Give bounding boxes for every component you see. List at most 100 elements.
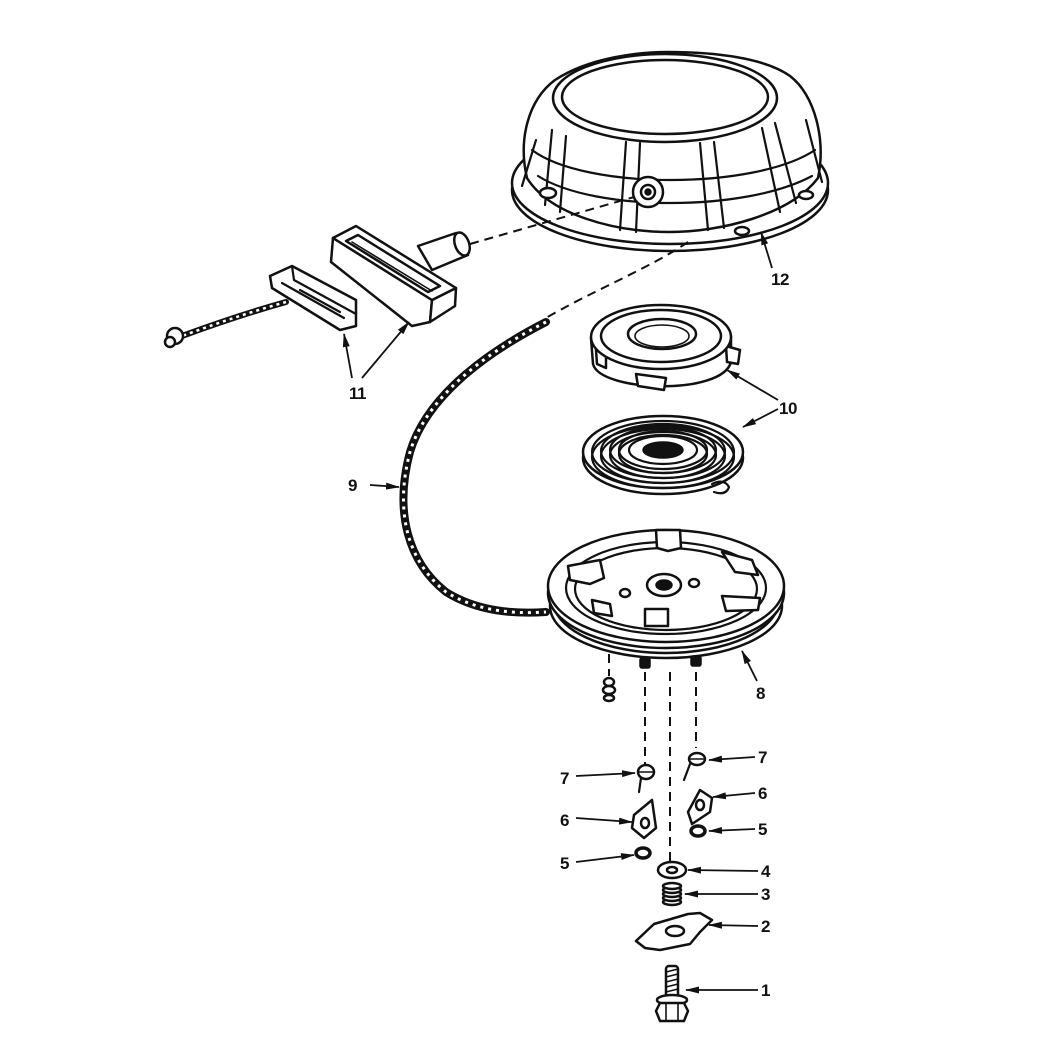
- pulley-pawl-post: [639, 657, 651, 669]
- handle-rope-insert: [268, 264, 358, 332]
- rope-pulley: [546, 528, 786, 669]
- starter-rope: [399, 318, 550, 617]
- leader-arrow-9: [369, 482, 400, 490]
- callout-4: 4: [761, 862, 771, 881]
- leader-arrow-2: [708, 921, 759, 929]
- screw-tip: [602, 693, 616, 703]
- insert-channel: [280, 281, 346, 320]
- leader-arrow-11b: [361, 321, 410, 379]
- callout-8: 8: [756, 684, 765, 703]
- pulley-hub-bore: [655, 579, 673, 591]
- callout-labels: 12 11 10 9 8 7 7 6 6 5 5 4 3 2 1: [348, 270, 797, 1000]
- housing-rope-hole: [644, 188, 652, 196]
- housing-rib: [520, 138, 538, 188]
- leader-arrow-5-left: [575, 853, 635, 863]
- pawl-spring-right: [682, 751, 707, 782]
- rope-knot: [163, 335, 177, 349]
- handle-stem-end: [452, 231, 472, 257]
- clip-ring: [634, 846, 652, 860]
- leader-arrow-7-left: [575, 770, 636, 778]
- pawl-left: [630, 798, 658, 840]
- callout-2: 2: [761, 917, 770, 936]
- rope-twist: [402, 320, 547, 615]
- insert-channel: [290, 264, 358, 316]
- housing-to-rope-guide-line: [545, 241, 689, 319]
- housing-band-lower: [536, 174, 814, 205]
- bolt-hex-head: [654, 1001, 690, 1023]
- leader-arrow-8: [741, 650, 758, 682]
- callout-3: 3: [761, 885, 770, 904]
- callout-1: 1: [761, 981, 770, 1000]
- spring-coil: [627, 434, 699, 466]
- callout-11: 11: [349, 384, 366, 403]
- pulley-slot: [654, 528, 683, 553]
- washer-hole: [665, 865, 679, 875]
- pawl-spring-tail: [637, 776, 643, 794]
- pawl-hole: [694, 798, 706, 812]
- spring-turn: [661, 881, 683, 891]
- callout-6-right: 6: [758, 784, 767, 803]
- housing-rib: [698, 141, 710, 232]
- spring-outer-hook: [710, 480, 731, 495]
- rope-end-twist: [181, 300, 287, 338]
- insert-channel: [298, 288, 342, 314]
- screw-body: [601, 684, 617, 696]
- retainer-plate-hole: [664, 924, 686, 938]
- housing-rib: [558, 134, 568, 214]
- bolt-thread: [665, 968, 679, 993]
- retaining-clip-left: [634, 846, 652, 860]
- spring-cup-tab: [724, 344, 742, 366]
- rope-end-knot: [163, 299, 289, 349]
- handle-slot: [344, 233, 442, 294]
- leader-arrow-10b: [742, 408, 779, 428]
- clip-ring: [689, 824, 707, 838]
- callout-7-left: 7: [560, 769, 569, 788]
- pawl-spring-tail: [682, 762, 692, 782]
- leader-arrow-6-right: [712, 792, 756, 800]
- callout-6-left: 6: [560, 811, 569, 830]
- center-bolt: [654, 964, 690, 1023]
- leader-arrow-12: [760, 231, 773, 269]
- starter-housing: [510, 50, 830, 253]
- callout-9: 9: [348, 476, 357, 495]
- washer: [656, 860, 688, 880]
- spring-cup-hole-edge: [634, 324, 690, 348]
- spring-center: [642, 441, 684, 459]
- rewind-spring: [581, 414, 745, 496]
- spring-cup: [589, 303, 742, 392]
- pulley-pin-hole: [687, 577, 701, 589]
- pulley-slot: [566, 558, 606, 586]
- housing-rib: [773, 121, 798, 205]
- housing-rib: [712, 140, 726, 230]
- callout-10: 10: [779, 399, 797, 418]
- spring-cup-hole: [626, 317, 698, 351]
- housing-rib: [804, 118, 824, 184]
- pulley-slot: [720, 594, 762, 613]
- handle-to-housing-guide-line: [469, 196, 635, 245]
- housing-rib: [618, 140, 628, 232]
- pulley-small-screw: [601, 654, 617, 703]
- pawl-spring-left: [636, 763, 656, 794]
- leader-arrow-4: [687, 866, 759, 874]
- bolt-hex-edge: [665, 1003, 679, 1022]
- pulley-pawl-post: [690, 655, 702, 667]
- callout-5-right: 5: [758, 820, 767, 839]
- pulley-slot: [643, 607, 670, 628]
- pulley-slot: [590, 598, 614, 618]
- leader-arrow-5-right: [708, 826, 756, 834]
- housing-mount-hole: [538, 186, 558, 200]
- housing-rib: [760, 126, 782, 214]
- compression-spring: [661, 881, 683, 907]
- leader-arrow-7-right: [708, 755, 756, 763]
- housing-ribs: [520, 118, 824, 234]
- pawl-hole: [639, 816, 651, 830]
- callout-12: 12: [771, 270, 789, 289]
- leader-arrow-6-left: [575, 817, 633, 825]
- callout-5-left: 5: [560, 854, 569, 873]
- pulley-pin-hole: [618, 587, 632, 599]
- pawl-right: [686, 788, 714, 826]
- callout-7-right: 7: [758, 748, 767, 767]
- housing-mount-hole: [733, 225, 751, 237]
- leader-arrows: [342, 231, 779, 994]
